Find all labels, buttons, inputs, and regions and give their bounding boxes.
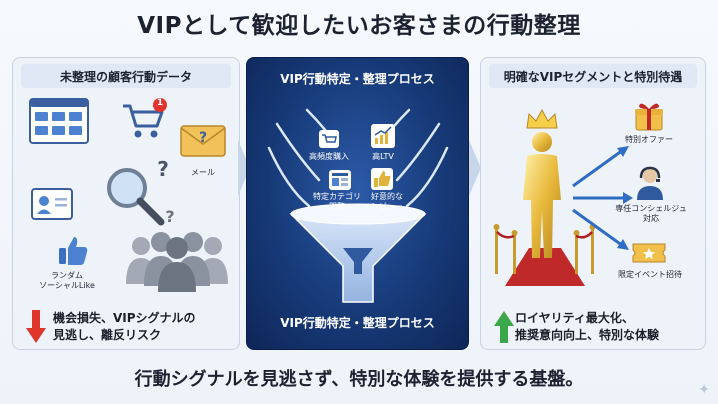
middle-panel-header: VIP行動特定・整理プロセス	[280, 71, 435, 86]
right-panel-header: 明確なVIPセグメントと特別待遇	[489, 64, 697, 88]
crown-icon	[526, 108, 558, 129]
right-panel: 明確なVIPセグメントと特別待遇	[480, 57, 706, 350]
magnifier-icon	[107, 168, 165, 226]
sparkle-icon: ✦	[698, 382, 710, 398]
gift-icon	[635, 103, 663, 131]
middle-panel-footer: VIP行動特定・整理プロセス	[280, 316, 435, 330]
benefit-arrows	[572, 146, 633, 250]
ticket-icon	[632, 243, 666, 263]
flow-arrow	[469, 140, 481, 196]
up-arrow-icon	[494, 311, 514, 343]
high-ltv-label: 高LTV	[372, 152, 394, 161]
red-carpet-icon	[493, 224, 596, 286]
thumbs-up-icon	[59, 237, 88, 265]
folder-window-icon	[29, 98, 89, 144]
gain-text: ロイヤリティ最大化、 推奨意向向上、特別な体験	[515, 311, 660, 343]
left-panel-header: 未整理の顧客行動データ	[21, 64, 231, 88]
cart-chip-icon	[319, 130, 339, 148]
concierge-label: 専任コンシェルジュ 対応	[615, 204, 687, 223]
notification-badge: 1	[156, 98, 164, 108]
question-mark-icon: ?	[157, 157, 169, 181]
profile-card-icon	[31, 188, 73, 220]
left-panel: 未整理の顧客行動データ 1 ? メール ?	[12, 57, 240, 350]
frequent-purchase-label: 高頻度購入	[309, 152, 349, 161]
envelope-icon: ?	[180, 125, 226, 157]
risk-text: 機会損失、VIPシグナルの 見逃し、離反リスク	[53, 311, 196, 343]
event-invite-label: 限定イベント招待	[618, 270, 682, 279]
social-like-label: ランダム ソーシャルLike	[39, 271, 95, 290]
review-like-icon	[371, 168, 393, 190]
svg-text:?: ?	[199, 130, 207, 146]
page-title: VIPとして歓迎したいお客さまの行動整理	[137, 13, 581, 39]
positive-review-label: 好意的な レビュー	[371, 192, 403, 211]
bottom-caption: 行動シグナルを見逃さず、特別な体験を提供する基盤。	[134, 369, 584, 390]
mail-label: メール	[191, 168, 215, 177]
concierge-icon	[637, 166, 663, 200]
svg-text:?: ?	[157, 157, 169, 181]
svg-text:?: ?	[165, 207, 174, 226]
vip-figure-icon	[523, 132, 561, 258]
crowd-icon	[126, 232, 228, 292]
chart-up-icon	[371, 124, 395, 148]
shopping-cart-icon	[123, 98, 167, 138]
down-arrow-icon	[26, 310, 46, 343]
question-mark-icon: ?	[165, 207, 174, 226]
category-browse-label: 特定カテゴリ 閲覧	[313, 192, 361, 211]
category-browse-icon	[329, 170, 351, 190]
special-offer-label: 特別オファー	[625, 135, 673, 144]
middle-panel: VIP行動特定・整理プロセス 高頻度購入 高LTV	[246, 57, 469, 350]
